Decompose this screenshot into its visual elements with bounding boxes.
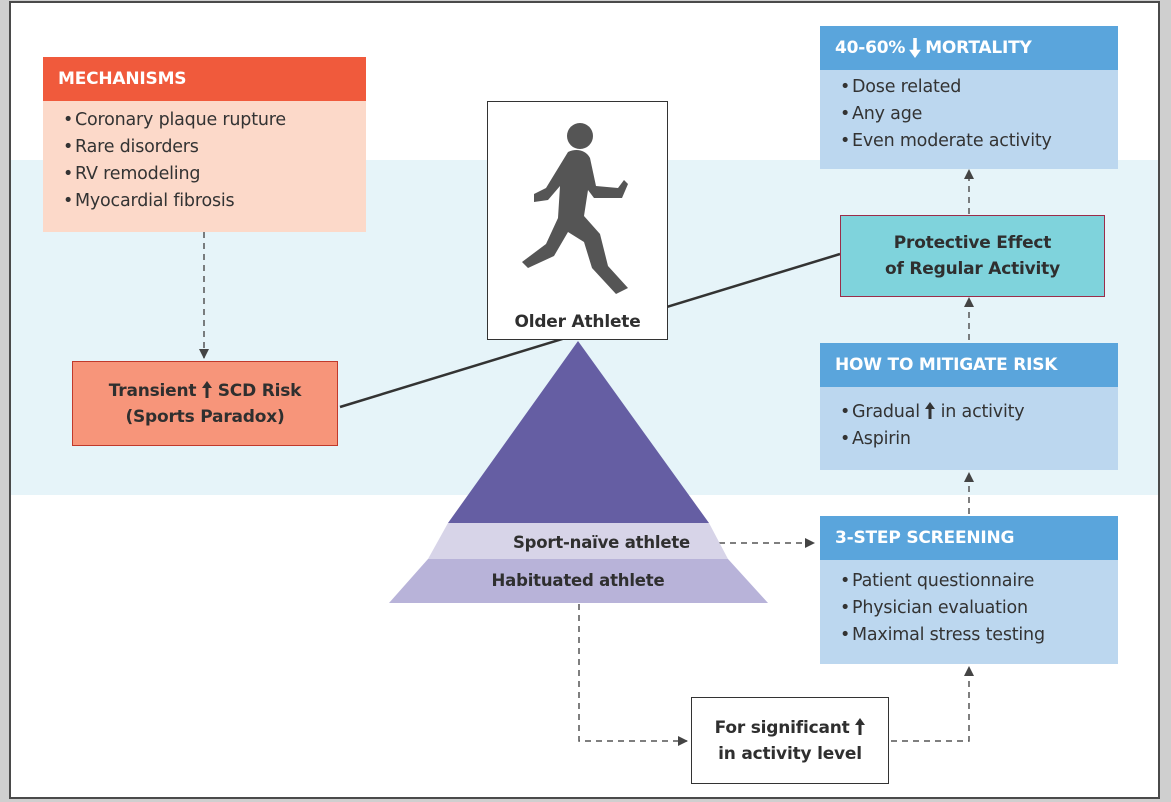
scd-risk-prefix: Transient	[108, 380, 197, 401]
activity-level-box: For significant in activity level	[691, 697, 889, 784]
list-item: Coronary plaque rupture	[43, 107, 366, 134]
older-athlete-label: Older Athlete	[514, 312, 641, 332]
mortality-header: 40-60% MORTALITY	[820, 26, 1118, 70]
mitigate-header: HOW TO MITIGATE RISK	[820, 343, 1118, 387]
mitigate-item1-suffix: in activity	[940, 402, 1025, 422]
scd-risk-suffix: SCD Risk	[217, 380, 302, 401]
mechanisms-header: MECHANISMS	[43, 57, 366, 101]
older-athlete-box: Older Athlete	[487, 101, 668, 340]
screening-box: 3-STEP SCREENING Patient questionnaire P…	[820, 516, 1118, 664]
list-item: Physician evaluation	[820, 595, 1118, 622]
activity-line2: in activity level	[718, 743, 862, 764]
list-item: Rare disorders	[43, 134, 366, 161]
athlete-pyramid	[389, 341, 768, 603]
list-item: Patient questionnaire	[820, 568, 1118, 595]
arrow-up-icon	[855, 717, 866, 735]
mitigate-list: Gradual in activity Aspirin	[820, 387, 1118, 453]
protective-line1: Protective Effect	[893, 233, 1052, 253]
scd-risk-box: Transient SCD Risk (Sports Paradox)	[72, 361, 338, 446]
mechanisms-title: MECHANISMS	[58, 69, 187, 89]
mortality-box: 40-60% MORTALITY Dose related Any age Ev…	[820, 26, 1118, 169]
habituated-to-activity-arrow	[578, 604, 688, 746]
screening-list: Patient questionnaire Physician evaluati…	[820, 560, 1118, 649]
mitigate-item1-prefix: Gradual	[852, 402, 920, 422]
mortality-prefix: 40-60%	[835, 38, 906, 58]
mechanisms-box: MECHANISMS Coronary plaque rupture Rare …	[43, 57, 366, 232]
runner-icon	[522, 123, 628, 294]
activity-to-screening-arrow	[891, 666, 974, 742]
list-item: Aspirin	[820, 426, 1118, 453]
mortality-suffix: MORTALITY	[925, 38, 1032, 58]
scd-risk-line2: (Sports Paradox)	[125, 406, 285, 427]
screening-title: 3-STEP SCREENING	[835, 528, 1015, 548]
arrow-up-icon	[202, 380, 213, 398]
arrow-up-icon	[925, 402, 936, 419]
mitigate-title: HOW TO MITIGATE RISK	[835, 355, 1058, 375]
mortality-list: Dose related Any age Even moderate activ…	[820, 70, 1118, 155]
list-item: Dose related	[820, 74, 1118, 101]
mitigate-box: HOW TO MITIGATE RISK Gradual in activity…	[820, 343, 1118, 470]
mechanisms-list: Coronary plaque rupture Rare disorders R…	[43, 101, 366, 215]
list-item: Maximal stress testing	[820, 622, 1118, 649]
activity-line1: For significant	[714, 717, 850, 738]
sport-naive-label: Sport-naïve athlete	[512, 533, 690, 552]
list-item: Any age	[820, 101, 1118, 128]
protective-line2: of Regular Activity	[885, 259, 1060, 279]
habituated-label: Habituated athlete	[491, 571, 665, 590]
protective-effect-box: Protective Effect of Regular Activity	[840, 215, 1105, 297]
screening-header: 3-STEP SCREENING	[820, 516, 1118, 560]
list-item: Even moderate activity	[820, 128, 1118, 155]
arrow-down-icon	[909, 38, 922, 58]
list-item: Gradual in activity	[820, 399, 1118, 426]
list-item: Myocardial fibrosis	[43, 188, 366, 215]
list-item: RV remodeling	[43, 161, 366, 188]
